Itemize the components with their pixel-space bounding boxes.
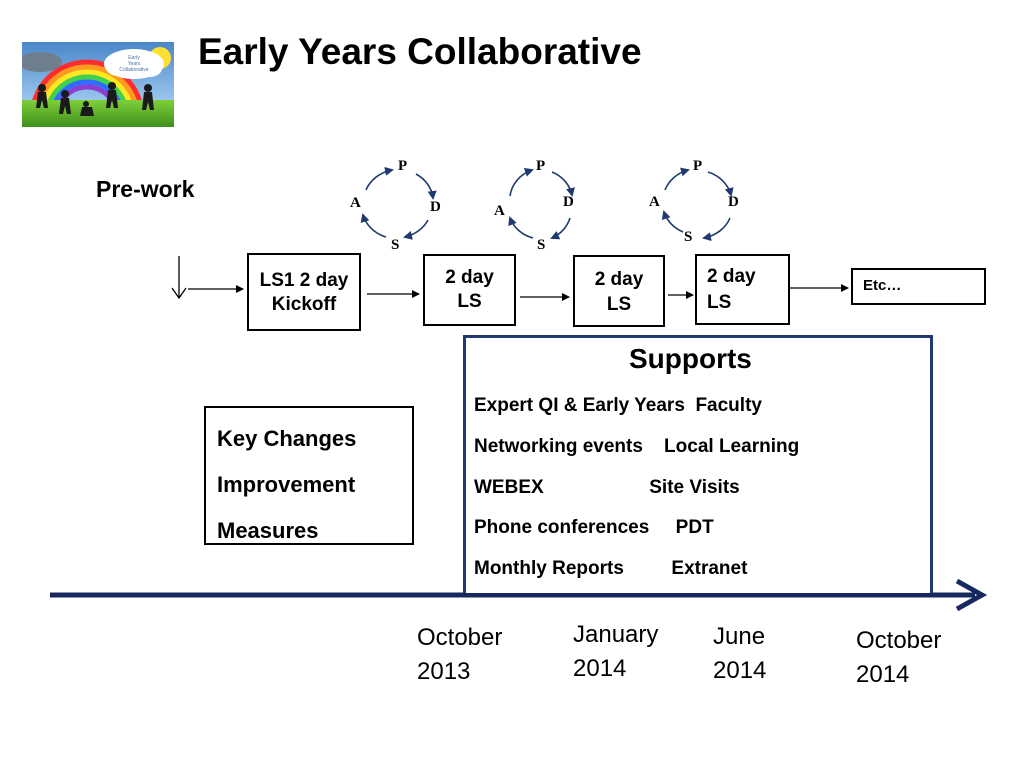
svg-text:Years: Years	[128, 61, 141, 67]
pdsa3-d: D	[728, 194, 739, 210]
session-box-ls4: 2 day LS	[695, 254, 790, 325]
pdsa2-s: S	[537, 237, 546, 253]
prework-label: Pre-work	[96, 176, 195, 202]
prework-down-arrow	[171, 256, 187, 300]
key-changes-box: Key Changes Improvement Measures	[204, 406, 414, 545]
pdsa1-a: A	[350, 195, 361, 211]
session-label-line1: LS1 2 day	[259, 270, 349, 291]
key-changes-item: Key Changes	[217, 426, 357, 451]
pdsa3-a: A	[649, 194, 660, 210]
svg-text:Collaborative: Collaborative	[119, 67, 148, 73]
date-month: October	[856, 627, 942, 654]
pdsa-cycle-1	[360, 166, 437, 240]
date-january-2014: January 2014	[573, 618, 658, 686]
pdsa1-s: S	[391, 237, 400, 253]
session-label-line2: LS	[606, 294, 632, 315]
pdsa2-d: D	[563, 194, 574, 210]
session-label-line2: Kickoff	[271, 294, 337, 315]
supports-line-4: Phone conferences PDT	[474, 517, 714, 538]
pdsa2-p: P	[536, 158, 546, 174]
session-label-line1: 2 day	[707, 266, 756, 287]
session-box-kickoff: LS1 2 day Kickoff	[247, 253, 361, 331]
session-box-ls2: 2 day LS	[423, 254, 516, 326]
supports-line-3: WEBEX Site Visits	[474, 477, 740, 498]
pdsa3-s: S	[684, 229, 693, 245]
session-box-etc: Etc…	[851, 268, 986, 305]
date-year: 2014	[573, 655, 627, 682]
key-changes-item: Measures	[217, 518, 319, 543]
session-label-line1: 2 day	[594, 269, 644, 290]
pdsa3-p: P	[693, 158, 703, 174]
date-october-2014: October 2014	[856, 624, 941, 692]
supports-line-2: Networking events Local Learning	[474, 436, 800, 457]
pdsa-cycle-2	[508, 168, 575, 240]
session-label-line2: LS	[707, 292, 732, 313]
logo: Early Years Collaborative	[22, 42, 174, 127]
session-label-line2: LS	[457, 291, 482, 312]
session-box-ls3: 2 day LS	[573, 255, 665, 327]
pdsa-cycle-3	[661, 167, 734, 242]
date-year: 2014	[856, 661, 910, 688]
session-label-etc: Etc…	[863, 277, 902, 294]
pdsa1-p: P	[398, 158, 408, 174]
pdsa2-a: A	[494, 203, 505, 219]
page-title: Early Years Collaborative	[198, 31, 642, 72]
pdsa1-d: D	[430, 199, 441, 215]
supports-heading: Supports	[629, 343, 752, 374]
session-label-line1: 2 day	[445, 267, 494, 288]
logo-image: Early Years Collaborative	[22, 42, 174, 127]
date-october-2013: October 2013	[417, 621, 502, 689]
supports-line-5: Monthly Reports Extranet	[474, 558, 748, 579]
date-year: 2014	[713, 657, 767, 684]
key-changes-item: Improvement	[217, 472, 356, 497]
svg-text:Early: Early	[128, 55, 140, 61]
supports-line-1: Expert QI & Early Years Faculty	[474, 395, 762, 416]
timeline-arrow	[50, 578, 988, 612]
date-month: October	[417, 624, 503, 651]
date-month: June	[713, 623, 766, 650]
date-june-2014: June 2014	[713, 620, 766, 688]
date-month: January	[573, 621, 659, 648]
date-year: 2013	[417, 658, 471, 685]
supports-panel	[463, 335, 933, 593]
